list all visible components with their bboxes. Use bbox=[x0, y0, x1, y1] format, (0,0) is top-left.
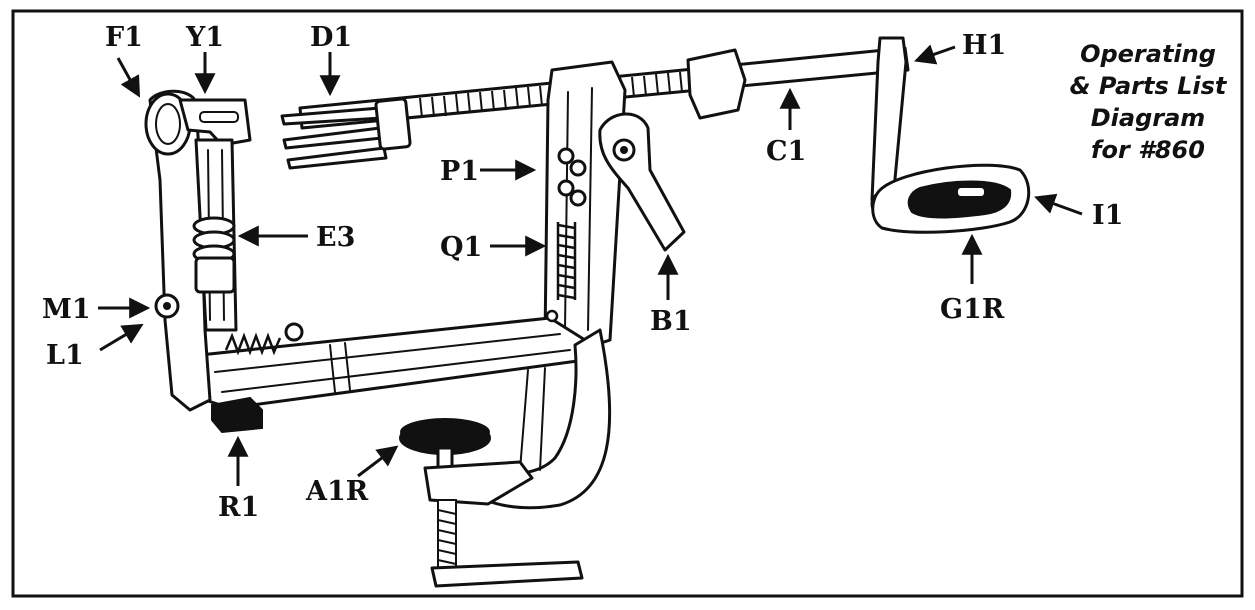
label-e3: E3 bbox=[316, 222, 355, 253]
title-block: Operating & Parts List Diagram for #860 bbox=[1070, 40, 1228, 164]
label-d1: D1 bbox=[310, 22, 352, 53]
rear-bracket bbox=[686, 48, 747, 120]
label-i1: I1 bbox=[1092, 200, 1123, 231]
blade-lever bbox=[598, 112, 686, 252]
peeler-arm bbox=[144, 89, 304, 412]
label-y1: Y1 bbox=[185, 22, 224, 53]
arrow-a1r bbox=[357, 445, 399, 478]
label-m1: M1 bbox=[42, 294, 91, 325]
label-f1: F1 bbox=[105, 22, 143, 53]
label-b1: B1 bbox=[650, 306, 692, 337]
label-h1: H1 bbox=[962, 30, 1006, 61]
arrow-f1 bbox=[116, 57, 141, 98]
label-a1r: A1R bbox=[305, 476, 369, 507]
arrow-l1 bbox=[99, 323, 144, 352]
peeler-illustration bbox=[144, 36, 1031, 588]
foot-r1 bbox=[211, 396, 263, 434]
label-l1: L1 bbox=[46, 340, 84, 371]
arrow-i1 bbox=[1034, 193, 1083, 216]
label-r1: R1 bbox=[218, 492, 259, 523]
screws-p1 bbox=[557, 147, 587, 207]
spring-q1 bbox=[545, 222, 577, 323]
title-line-3: Diagram bbox=[1091, 104, 1206, 132]
leader-arrows bbox=[98, 44, 1083, 486]
title-line-1: Operating bbox=[1080, 40, 1216, 68]
fork-prongs bbox=[280, 97, 412, 170]
title-line-2: & Parts List bbox=[1070, 72, 1228, 100]
clamp-knob-a1r bbox=[399, 418, 584, 588]
label-c1: C1 bbox=[766, 136, 806, 167]
crank-handle bbox=[871, 163, 1031, 234]
label-g1r: G1R bbox=[940, 294, 1005, 325]
part-labels: F1 Y1 D1 H1 C1 P1 Q1 E3 M1 L1 B1 I1 G1R … bbox=[42, 22, 1123, 523]
arrow-h1 bbox=[914, 44, 956, 65]
title-line-4: for #860 bbox=[1091, 136, 1205, 164]
label-p1: P1 bbox=[440, 156, 479, 187]
label-q1: Q1 bbox=[440, 232, 482, 263]
